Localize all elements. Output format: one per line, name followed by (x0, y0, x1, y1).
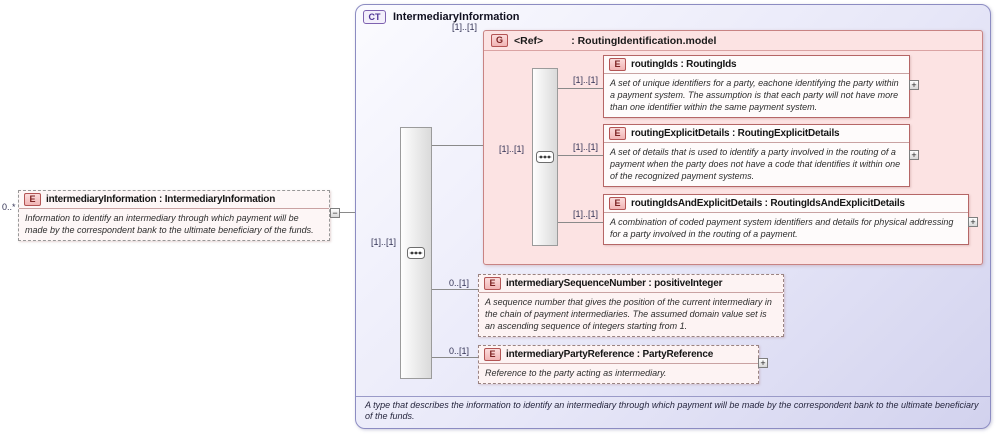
group-sequence-cardinality: [1]..[1] (499, 144, 525, 154)
element-icon: E (609, 127, 626, 140)
element-header: E routingExplicitDetails : RoutingExplic… (604, 125, 909, 143)
collapse-intermediaryInformation-button[interactable]: − (330, 208, 340, 218)
connector-line (558, 88, 603, 89)
connector-line (339, 212, 355, 213)
element-title: intermediarySequenceNumber : positiveInt… (506, 278, 723, 289)
element-icon: E (24, 193, 41, 206)
element-intermediarySequenceNumber[interactable]: E intermediarySequenceNumber : positiveI… (478, 274, 784, 338)
connector-line (432, 145, 483, 146)
element-cardinality: 0..[1] (449, 346, 470, 356)
element-description: A set of unique identifiers for a party,… (610, 78, 899, 113)
expand-routingIds-button[interactable]: + (909, 80, 919, 90)
element-header: E routingIdsAndExplicitDetails : Routing… (604, 195, 968, 213)
element-icon: E (609, 58, 626, 71)
element-header: E intermediaryInformation : Intermediary… (19, 191, 329, 209)
group-cardinality: [1]..[1] (452, 22, 478, 32)
connector-line (432, 357, 478, 358)
element-routingExplicitDetails[interactable]: E routingExplicitDetails : RoutingExplic… (603, 124, 910, 188)
element-title: routingIdsAndExplicitDetails : RoutingId… (631, 198, 905, 209)
element-cardinality: [1]..[1] (573, 142, 599, 152)
left-element-cardinality: 0..* (2, 202, 16, 212)
element-title: intermediaryPartyReference : PartyRefere… (506, 349, 714, 360)
group-ref-label: <Ref> (514, 34, 544, 47)
expand-routingIdsAndExplicitDetails-button[interactable]: + (968, 217, 978, 227)
sequence-icon (407, 247, 425, 259)
group-type-label: : RoutingIdentification.model (571, 34, 717, 47)
element-intermediaryPartyReference[interactable]: E intermediaryPartyReference : PartyRefe… (478, 345, 759, 385)
element-title: routingExplicitDetails : RoutingExplicit… (631, 128, 840, 139)
complex-type-description: A type that describes the information to… (356, 395, 990, 428)
element-header: E routingIds : RoutingIds (604, 56, 909, 74)
expand-intermediaryPartyReference-button[interactable]: + (758, 358, 768, 368)
element-description: A sequence number that gives the positio… (485, 297, 772, 332)
element-icon: E (484, 348, 501, 361)
element-intermediaryInformation[interactable]: E intermediaryInformation : Intermediary… (18, 190, 330, 242)
group-header: G <Ref> : RoutingIdentification.model (484, 31, 982, 51)
element-icon: E (484, 277, 501, 290)
sequence-cardinality: [1]..[1] (371, 237, 397, 247)
element-icon: E (609, 197, 626, 210)
element-title: routingIds : RoutingIds (631, 59, 737, 70)
element-cardinality: [1]..[1] (573, 209, 599, 219)
element-description: Reference to the party acting as interme… (485, 368, 667, 378)
element-title: intermediaryInformation : IntermediaryIn… (46, 194, 276, 205)
complex-type-title: IntermediaryInformation (393, 11, 520, 23)
element-description: A set of details that is used to identif… (610, 147, 901, 182)
element-description: A combination of coded payment system id… (610, 217, 954, 240)
complex-type-icon: CT (363, 10, 386, 24)
group-icon: G (491, 34, 508, 47)
element-header: E intermediarySequenceNumber : positiveI… (479, 275, 783, 293)
connector-line (558, 222, 603, 223)
sequence-connector (400, 127, 432, 379)
expand-routingExplicitDetails-button[interactable]: + (909, 150, 919, 160)
element-description: Information to identify an intermediary … (25, 213, 314, 236)
complex-type-header: CT IntermediaryInformation (363, 10, 520, 24)
element-cardinality: 0..[1] (449, 278, 470, 288)
element-header: E intermediaryPartyReference : PartyRefe… (479, 346, 758, 364)
element-routingIdsAndExplicitDetails[interactable]: E routingIdsAndExplicitDetails : Routing… (603, 194, 969, 246)
sequence-connector (532, 68, 558, 246)
element-routingIds[interactable]: E routingIds : RoutingIds A set of uniqu… (603, 55, 910, 119)
connector-line (432, 289, 478, 290)
connector-line (558, 155, 603, 156)
element-cardinality: [1]..[1] (573, 75, 599, 85)
sequence-icon (536, 151, 554, 163)
